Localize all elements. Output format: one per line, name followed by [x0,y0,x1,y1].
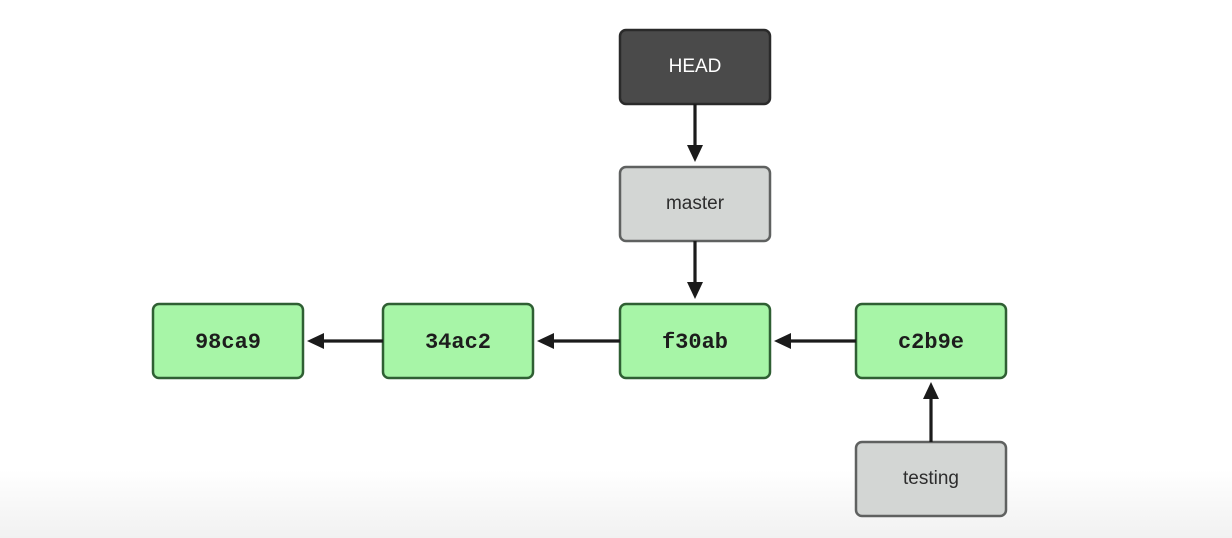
branch-testing: testing [854,440,1008,518]
head-label: HEAD [669,56,722,77]
commit-f30ab-label: f30ab [662,330,728,355]
commit-98ca9-label: 98ca9 [195,330,261,355]
arrow-testing-to-c2b9e [923,382,939,442]
commit-98ca9: 98ca9 [151,302,305,380]
commit-34ac2: 34ac2 [381,302,535,380]
arrow-c2b9e-to-f30ab [774,333,856,349]
commit-c2b9e-label: c2b9e [898,330,964,355]
commit-f30ab: f30ab [618,302,772,380]
commit-34ac2-label: 34ac2 [425,330,491,355]
arrow-head-to-master [687,104,703,162]
arrow-master-to-f30ab [687,241,703,299]
arrow-34ac2-to-98ca9 [307,333,383,349]
commit-c2b9e: c2b9e [854,302,1008,380]
branch-master: master [618,165,772,243]
branch-testing-label: testing [903,468,959,489]
bottom-shading [0,470,1232,538]
arrow-f30ab-to-34ac2 [537,333,620,349]
branch-master-label: master [666,193,725,214]
head-pointer: HEAD [618,28,772,106]
